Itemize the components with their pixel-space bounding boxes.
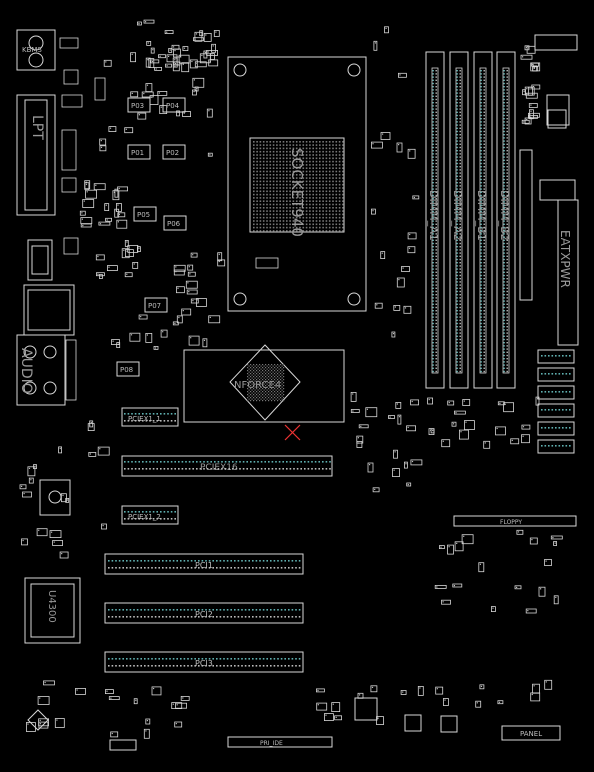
svg-text:PCIEX1_1: PCIEX1_1 xyxy=(128,415,161,423)
svg-text:LPT: LPT xyxy=(29,115,45,140)
io-controller-chip[interactable]: U4300 xyxy=(24,577,81,644)
front-panel-header[interactable]: PANEL xyxy=(501,725,561,741)
pci-slot-2[interactable]: PCI2 xyxy=(104,602,304,624)
svg-text:KBMS: KBMS xyxy=(22,46,42,54)
cpu-pin-grid xyxy=(253,141,344,232)
part-label-p01: P01 xyxy=(131,149,144,157)
part-label-p08: P08 xyxy=(120,366,133,374)
kbms-connector[interactable]: KBMS xyxy=(16,29,56,71)
svg-text:PCI3: PCI3 xyxy=(195,659,213,668)
part-label-p07: P07 xyxy=(148,302,161,310)
svg-text:AUDIO: AUDIO xyxy=(18,348,34,394)
svg-text:PCIEX1_2: PCIEX1_2 xyxy=(128,513,161,521)
part-label-p02: P02 xyxy=(166,149,179,157)
audio-connector[interactable]: AUDIO xyxy=(16,334,66,406)
right-header-stack[interactable] xyxy=(537,349,575,454)
svg-text:EATXPWR: EATXPWR xyxy=(558,230,572,288)
pci-slot-1[interactable]: PCI1 xyxy=(104,553,304,575)
cpu-socket[interactable]: SOCKET940 xyxy=(227,56,367,312)
dimm-slot-b2[interactable]: DIMM_B2 xyxy=(496,51,516,389)
pci-slot-3[interactable]: PCI3 xyxy=(104,651,304,673)
pcie-x1-slot-2[interactable]: PCIEX1_2 xyxy=(121,505,179,525)
svg-text:PRI_IDE: PRI_IDE xyxy=(260,740,283,747)
misc-components xyxy=(19,19,563,739)
svg-text:PCI2: PCI2 xyxy=(195,610,213,619)
pcie-x16-slot[interactable]: PCIEX16 xyxy=(121,455,333,477)
part-label-p04: P04 xyxy=(166,102,180,110)
lpt-connector[interactable]: LPT xyxy=(16,94,56,216)
part-label-p05: P05 xyxy=(137,211,150,219)
chipset-ball-grid xyxy=(247,364,285,402)
svg-text:U4300: U4300 xyxy=(46,590,57,623)
part-label-p03: P03 xyxy=(131,102,144,110)
part-label-p06: P06 xyxy=(167,220,181,228)
pcie-x1-slot-1[interactable]: PCIEX1_1 xyxy=(121,407,179,427)
dimm-pin-rows xyxy=(432,70,508,373)
chipset[interactable]: NFORCE4 xyxy=(183,344,345,423)
svg-text:NFORCE4: NFORCE4 xyxy=(234,380,281,391)
bios-chip[interactable] xyxy=(39,479,71,516)
dimm-slot-a2[interactable]: DIMM_A2 xyxy=(449,51,469,389)
ide-connector[interactable]: PRI_IDE xyxy=(227,736,333,748)
dimm-slot-b1[interactable]: DIMM_B1 xyxy=(473,51,493,389)
svg-text:PCI1: PCI1 xyxy=(195,561,213,570)
dimm-slot-a1[interactable]: DIMM_A1 xyxy=(425,51,445,389)
slot-pin-rows xyxy=(108,413,331,667)
floppy-connector[interactable]: FLOPPY xyxy=(453,515,577,527)
lan-connector[interactable] xyxy=(23,284,75,336)
svg-text:FLOPPY: FLOPPY xyxy=(500,519,522,526)
svg-text:SOCKET940: SOCKET940 xyxy=(288,148,306,237)
atx-power-connector[interactable]: EATXPWR xyxy=(557,199,579,346)
usb-connector[interactable] xyxy=(27,239,53,281)
svg-text:PANEL: PANEL xyxy=(520,730,542,738)
